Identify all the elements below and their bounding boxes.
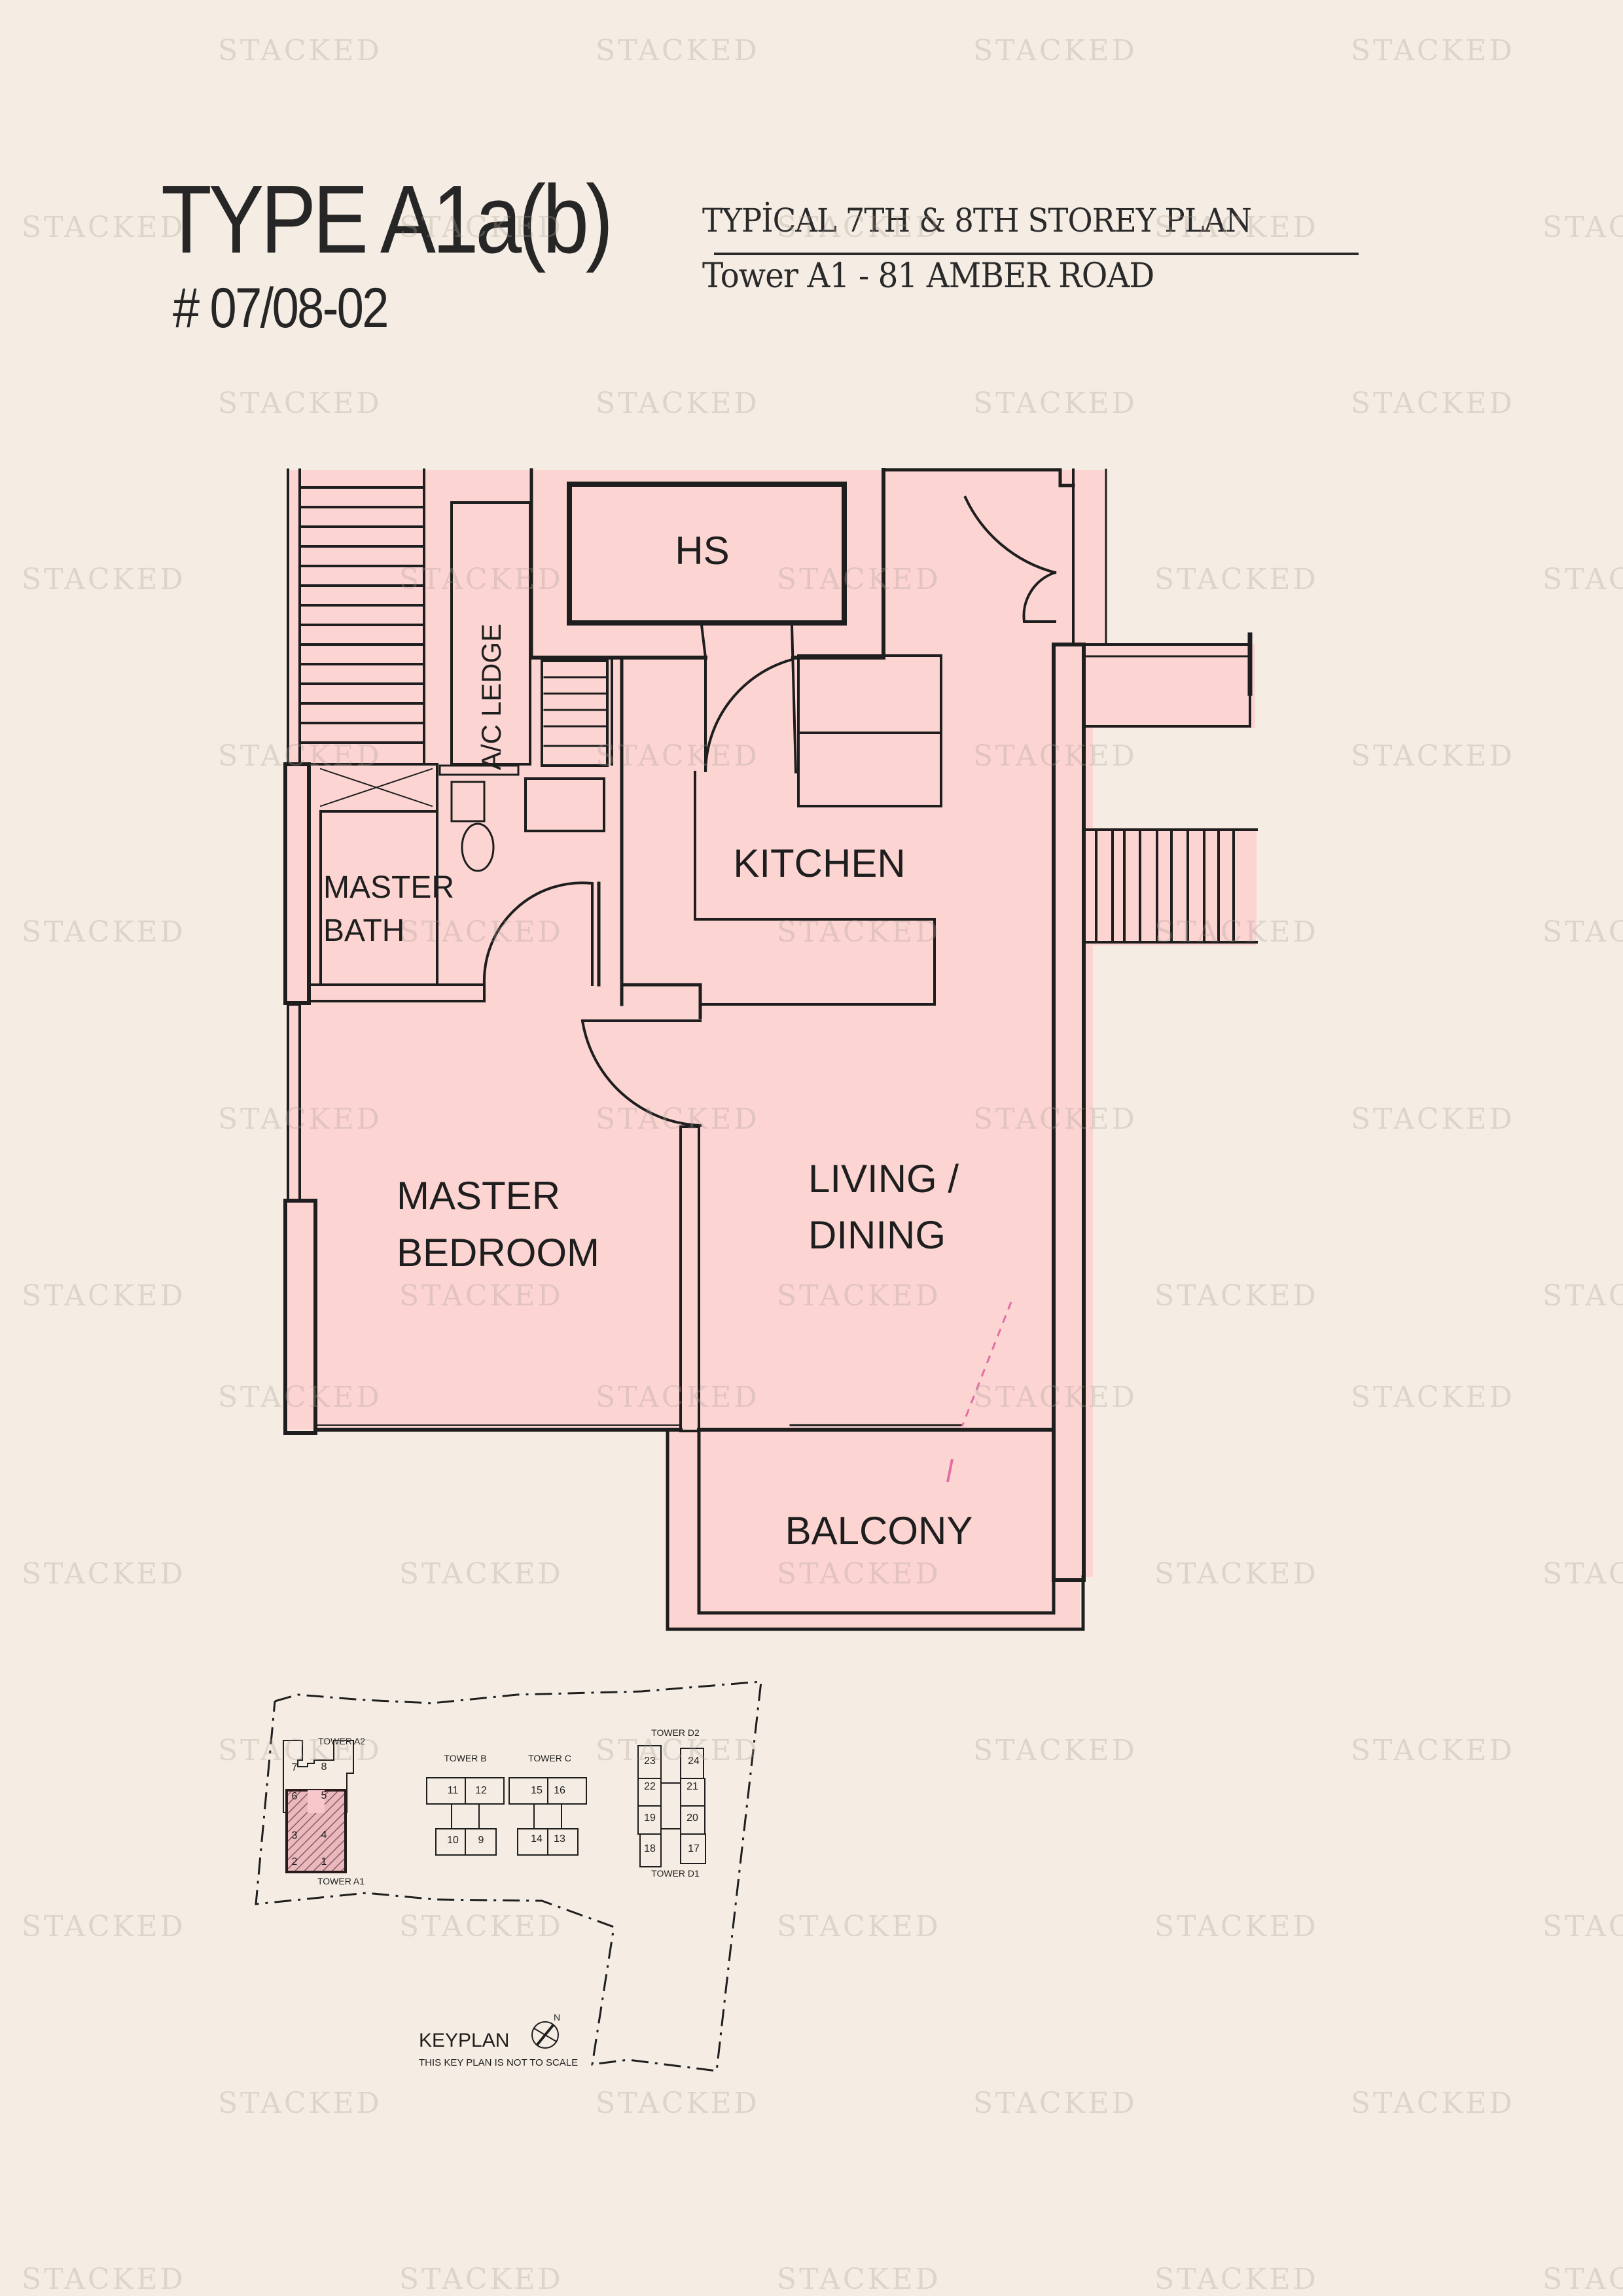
svg-text:14: 14 (531, 1833, 543, 1845)
room-label-living-2: DINING (808, 1213, 946, 1257)
svg-text:5: 5 (321, 1790, 327, 1801)
svg-text:9: 9 (478, 1835, 484, 1846)
svg-text:3: 3 (292, 1830, 298, 1841)
keyplan-tower-a2: TOWER A2 (318, 1736, 365, 1746)
svg-text:2: 2 (292, 1856, 298, 1867)
walls (283, 468, 1258, 1631)
left-ledge (287, 468, 425, 766)
svg-text:7: 7 (292, 1762, 298, 1773)
svg-text:16: 16 (554, 1785, 565, 1796)
room-label-living-1: LIVING / (808, 1157, 959, 1201)
svg-text:6: 6 (292, 1791, 298, 1802)
room-label-master-bedroom-2: BEDROOM (397, 1231, 599, 1275)
room-label-kitchen: KITCHEN (733, 841, 905, 885)
svg-text:23: 23 (644, 1756, 656, 1767)
svg-text:18: 18 (644, 1843, 656, 1854)
room-labels: HS A/C LEDGE KITCHEN MASTER BATH MASTER … (323, 529, 972, 1553)
svg-text:11: 11 (448, 1785, 459, 1796)
unit-number: # 07/08-02 (173, 277, 389, 340)
plan-title: TYPİCAL 7TH & 8TH STOREY PLAN (702, 202, 1252, 239)
svg-text:15: 15 (531, 1785, 543, 1796)
unit-type-block: TYPE A1a(b) # 07/08-02 (161, 166, 683, 340)
keyplan-unit-numbers: 7 8 6 5 3 4 2 1 11 12 10 9 15 16 14 13 2… (292, 1756, 700, 1867)
room-label-master-bath-1: MASTER (323, 870, 454, 905)
room-label-hs: HS (675, 529, 729, 573)
keyplan-tower-d2: TOWER D2 (651, 1727, 700, 1738)
svg-text:22: 22 (644, 1781, 656, 1792)
room-label-ac-ledge: A/C LEDGE (476, 624, 507, 770)
svg-text:1: 1 (321, 1856, 327, 1867)
header-divider (714, 253, 1359, 255)
plan-header: TYPİCAL 7TH & 8TH STOREY PLAN Tower A1 -… (702, 202, 1359, 296)
keyplan-tower-b: TOWER B (444, 1753, 486, 1763)
site-boundary (255, 1680, 762, 2072)
room-label-balcony: BALCONY (785, 1509, 973, 1553)
room-label-master-bedroom-1: MASTER (397, 1174, 560, 1218)
keyplan-tower-d1: TOWER D1 (651, 1868, 700, 1879)
room-label-master-bath-2: BATH (323, 913, 404, 948)
svg-text:21: 21 (687, 1781, 698, 1792)
svg-text:17: 17 (688, 1843, 700, 1854)
svg-text:13: 13 (554, 1833, 565, 1845)
keyplan-tower-c: TOWER C (528, 1753, 571, 1763)
svg-text:8: 8 (321, 1761, 327, 1773)
unit-type-title: TYPE A1a(b) (161, 166, 613, 274)
svg-text:12: 12 (475, 1785, 487, 1796)
north-arrow-icon: N (531, 2012, 560, 2049)
svg-text:10: 10 (447, 1835, 459, 1846)
keyplan: TOWER A2 TOWER A1 TOWER B TOWER C TOWER … (255, 1680, 762, 2072)
tower-address: Tower A1 - 81 AMBER ROAD (702, 256, 1154, 296)
svg-text:4: 4 (321, 1829, 327, 1841)
svg-text:24: 24 (688, 1756, 700, 1767)
svg-text:20: 20 (687, 1812, 698, 1824)
svg-text:19: 19 (644, 1812, 656, 1824)
keyplan-tower-a1: TOWER A1 (317, 1876, 365, 1886)
dimension-mark (946, 1458, 954, 1483)
keyplan-note: THIS KEY PLAN IS NOT TO SCALE (419, 2057, 578, 2068)
north-label: N (554, 2012, 560, 2022)
keyplan-title: KEYPLAN (419, 2030, 509, 2051)
